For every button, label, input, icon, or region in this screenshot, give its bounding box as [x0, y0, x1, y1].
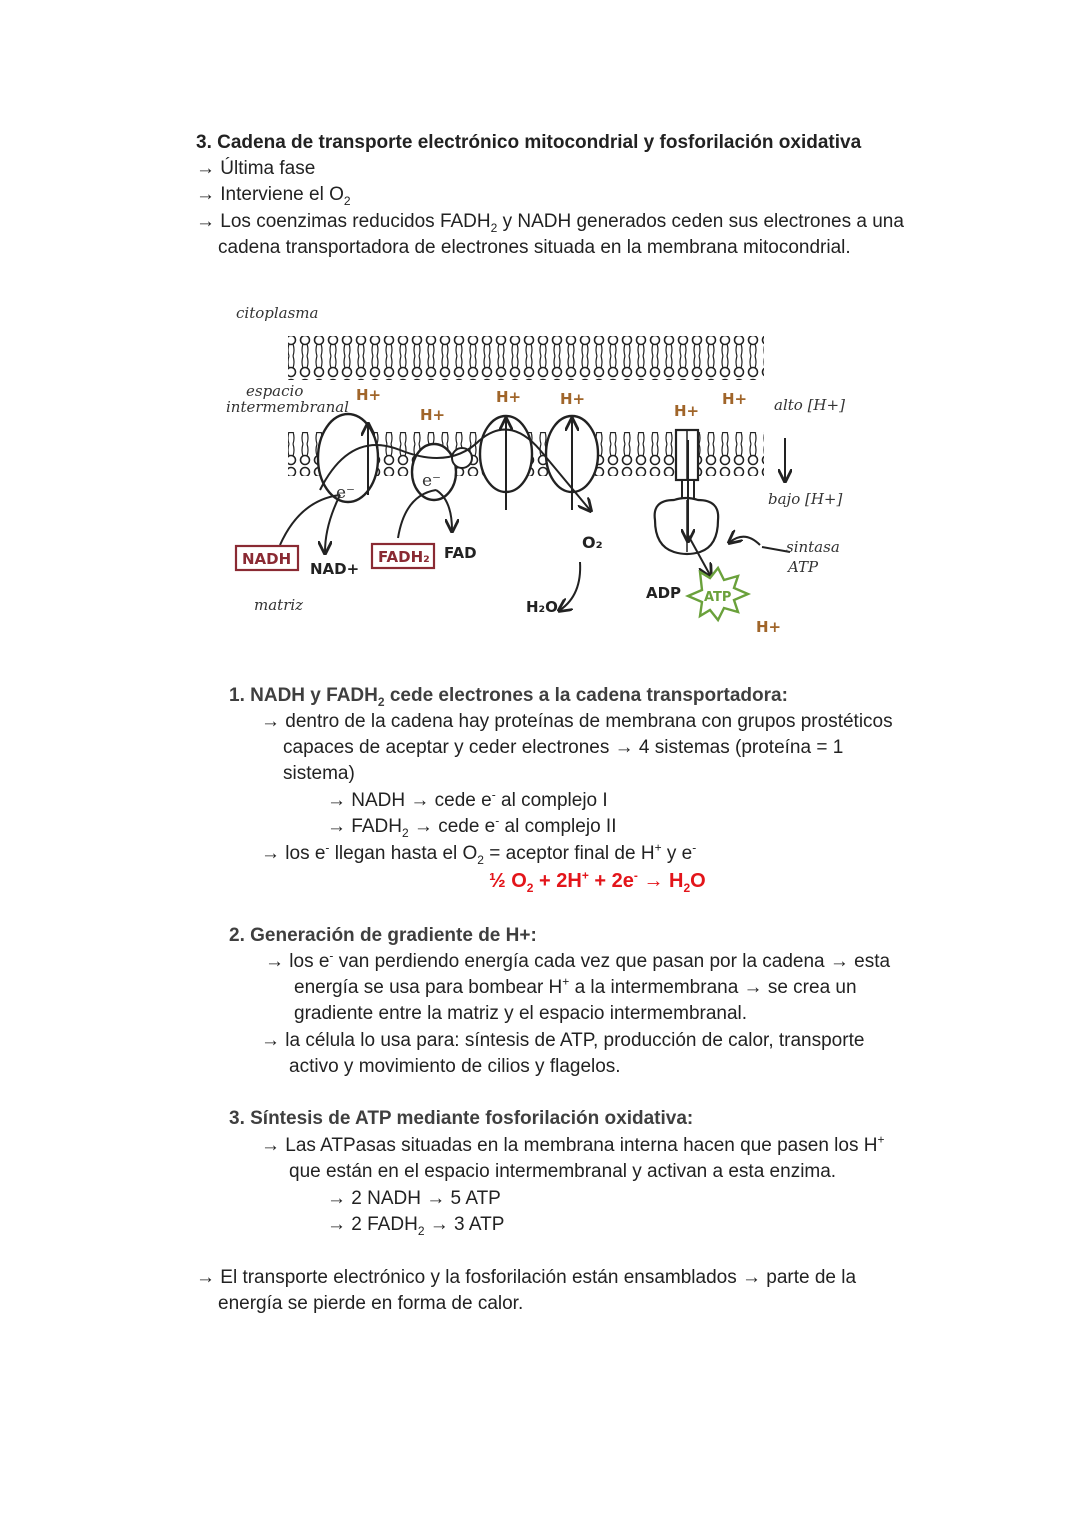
h-plus-6: H+ [722, 390, 747, 408]
label-alto-h: alto [H+] [774, 396, 845, 414]
item3-line3: → 2 NADH → 5 ATP [327, 1188, 501, 1209]
item1-line4: → NADH → cede e- al complejo I [327, 787, 608, 811]
item2-line3: gradiente entre la matriz y el espacio i… [294, 1003, 748, 1024]
label-espacio: espacio [246, 382, 303, 400]
atp-burst: ATP [684, 565, 752, 623]
bullet-interviene-o2: → Interviene el O2 [196, 184, 351, 208]
h-plus-3: H+ [496, 388, 521, 406]
label-sintasa-atp: ATP [786, 558, 819, 576]
label-matriz: matriz [254, 596, 303, 614]
item2-line1: → los e- van perdiendo energía cada vez … [265, 948, 891, 972]
item3-line1: → Las ATPasas situadas en la membrana in… [261, 1132, 885, 1156]
h2o-label: H₂O [526, 598, 558, 616]
item1-equation: ½ O2 + 2H+ + 2e- → H2O [489, 868, 706, 895]
e-minus-1: e⁻ [336, 483, 355, 503]
label-citoplasma: citoplasma [236, 304, 318, 322]
label-sintasa: sintasa [786, 538, 840, 556]
item1-line5: → FADH2 → cede e- al complejo II [327, 813, 617, 840]
item3-title: 3. Síntesis de ATP mediante fosforilació… [229, 1108, 694, 1129]
h-plus-4: H+ [560, 390, 585, 408]
bullet-coenzimas-line2: cadena transportadora de electrones situ… [218, 237, 851, 258]
bullet-coenzimas: → Los coenzimas reducidos FADH2 y NADH g… [196, 211, 904, 235]
outer-membrane [288, 336, 764, 380]
nadh-box: NADH [242, 550, 291, 568]
nad-plus-label: NAD+ [310, 560, 359, 578]
item1-title: 1. NADH y FADH2 cede electrones a la cad… [229, 685, 788, 709]
item2-line4: → la célula lo usa para: síntesis de ATP… [261, 1030, 865, 1051]
h-plus-7: H+ [756, 618, 781, 636]
item3-line2: que están en el espacio intermembranal y… [289, 1161, 837, 1182]
h-plus-1: H+ [356, 386, 381, 404]
h-plus-2: H+ [420, 406, 445, 424]
closing-line1: → El transporte electrónico y la fosfori… [196, 1267, 857, 1288]
label-bajo-h: bajo [H+] [768, 490, 842, 508]
electron-path [319, 428, 590, 510]
adp-label: ADP [646, 584, 681, 602]
electron-transport-diagram: citoplasma espacio intermembranal alto [… [226, 304, 845, 636]
item2-line5: activo y movimiento de cilios y flagelos… [289, 1056, 621, 1077]
item3-line4: → 2 FADH2 → 3 ATP [327, 1214, 505, 1238]
bullet-ultima-fase: → Última fase [196, 158, 316, 179]
svg-text:ATP: ATP [704, 590, 731, 605]
fad-label: FAD [444, 544, 477, 562]
closing-line2: energía se pierde en forma de calor. [218, 1293, 524, 1314]
item2-line2: energía se usa para bombear H+ a la inte… [294, 974, 857, 998]
fadh2-box: FADH₂ [378, 548, 430, 566]
item1-line3: sistema) [283, 763, 355, 784]
item2-title: 2. Generación de gradiente de H+: [229, 925, 537, 946]
item1-line2: capaces de aceptar y ceder electrones → … [283, 737, 844, 758]
item1-line1: → dentro de la cadena hay proteínas de m… [261, 711, 893, 732]
e-minus-2: e⁻ [422, 471, 441, 491]
item1-line6: → los e- llegan hasta el O2 = aceptor fi… [261, 840, 697, 867]
h-plus-5: H+ [674, 402, 699, 420]
label-intermembranal: intermembranal [226, 398, 349, 416]
o2-label: O₂ [582, 533, 603, 552]
section-heading: 3. Cadena de transporte electrónico mito… [196, 132, 862, 153]
atp-synthase [653, 428, 720, 575]
